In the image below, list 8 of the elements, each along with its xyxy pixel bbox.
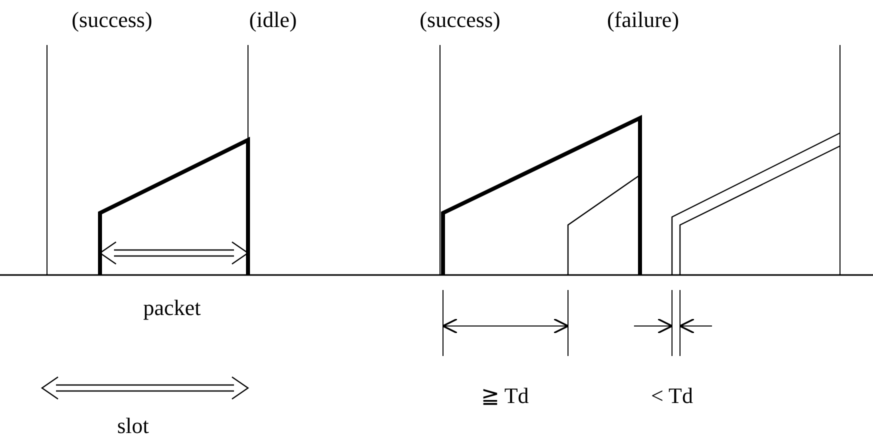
dimension-label: packet — [143, 296, 201, 320]
slot-state-label: (failure) — [606, 8, 680, 32]
dimension-label: slot — [117, 414, 149, 438]
slot-state-label: (idle) — [249, 8, 297, 32]
dimension-label: ≧ Td — [481, 384, 529, 408]
dimension-label: < Td — [651, 384, 693, 408]
slot-state-label: (success) — [420, 8, 500, 32]
slot-state-label: (success) — [72, 8, 152, 32]
